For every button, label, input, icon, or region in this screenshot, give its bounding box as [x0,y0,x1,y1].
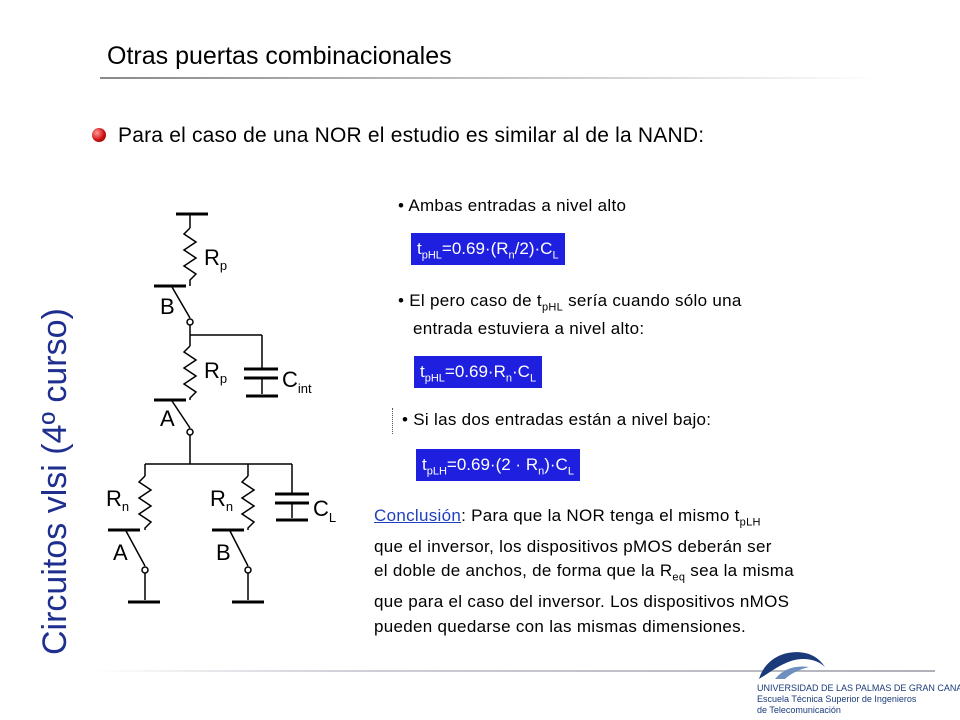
conclusion-line-3: el doble de anchos, de forma que la Req … [374,559,794,590]
label-cint: Cint [282,367,312,396]
conclusion-line-5: pueden quedarse con las mismas dimension… [374,616,746,636]
title-divider [100,77,880,79]
label-rp-top: Rp [204,245,227,273]
label-rn-right: Rn [210,486,233,514]
formula-sub-l: L [552,249,559,262]
formula-sub-l: L [567,465,574,478]
conclusion: Conclusión: Para que la NOR tenga el mis… [374,504,794,639]
resistor-rp-top [182,227,198,286]
conclusion-line-1: Conclusión: Para que la NOR tenga el mis… [374,504,794,535]
label-input-b-top: B [160,294,175,319]
switch-nmos-a-arm [125,530,146,567]
formula-tplh: tpLH=0.69·(2 · Rn)·CL [416,449,580,481]
switch-nmos-b-contact [244,566,252,574]
formula-sub: pHL [421,249,442,262]
conclusion-link[interactable]: Conclusión [374,506,462,525]
formula-sub: pHL [424,372,445,385]
formula-sub-n: n [505,372,512,385]
case-worst-line1: • El pero caso de tpHL sería cuando sólo… [398,291,742,313]
conclusion-line-2: que el inversor, los dispositivos pMOS d… [374,536,772,556]
resistor-rn-left [137,475,153,530]
formula-t: t [420,362,425,381]
cursor-mark [392,408,394,434]
label-input-a-bottom: A [113,540,128,565]
formula-sub: pLH [426,465,447,478]
case-both-high: • Ambas entradas a nivel alto [398,196,627,215]
formula-expr: /2)·C [514,239,553,258]
formula-sub-n: n [538,465,545,478]
text-sub: eq [672,571,686,584]
university-logo-icon [759,652,825,679]
formula-expr: =0.69·R [444,362,506,381]
formula-tphl-one: tpHL=0.69·Rn·CL [414,356,543,388]
formula-t: t [422,455,427,474]
formula-expr: ·C [512,362,530,381]
formula-tphl-both: tpHL=0.69·(Rn/2)·CL [411,233,565,265]
switch-nmos-a-contact [141,566,149,574]
switch-a-contact [186,428,194,436]
footer-divider [90,670,935,672]
label-input-b-bottom: B [216,540,231,565]
logo-line-3: de Telecomunicación [757,705,841,715]
text-sub: pLH [739,516,761,529]
formula-expr: )·C [544,455,568,474]
case-both-low: • Si las dos entradas están a nivel bajo… [402,410,712,429]
conclusion-line-4: que para el caso del inversor. Los dispo… [374,592,790,612]
resistor-rp-bottom [182,345,198,400]
university-name: UNIVERSIDAD DE LAS PALMAS DE GRAN CANARI… [757,683,960,716]
label-input-a-top: A [160,406,175,431]
logo-line-1: UNIVERSIDAD DE LAS PALMAS DE GRAN CANARI… [757,683,960,693]
switch-a-arm [171,400,191,429]
text: sea la misma [685,561,795,581]
text: el doble de anchos, de forma que la R [374,561,673,581]
label-cl: CL [313,496,336,525]
text: : Para que la NOR tenga el mismo t [461,506,740,525]
text: sería cuando sólo una [563,291,742,310]
text: • El pero caso de t [398,291,542,310]
switch-b-arm [171,286,191,319]
formula-sub-n: n [508,249,515,262]
formula-expr: =0.69·(2 · R [446,455,539,474]
page-title: Otras puertas combinacionales [107,42,452,70]
label-rn-left: Rn [106,486,129,514]
resistor-rn-right [240,475,256,530]
case-worst-line2: entrada estuviera a nivel alto: [413,319,645,338]
intro-text: Para el caso de una NOR el estudio es si… [118,124,705,147]
logo-line-2: Escuela Técnica Superior de Ingenieros [757,694,917,704]
bullet-icon [92,128,106,142]
formula-sub-l: L [529,372,537,385]
label-rp-bottom: Rp [204,358,227,386]
formula-expr: =0.69·(R [441,239,509,258]
formula-t: t [417,239,422,258]
switch-b-contact [186,318,194,326]
switch-nmos-b-arm [229,530,249,567]
text-sub: pHL [541,301,564,314]
